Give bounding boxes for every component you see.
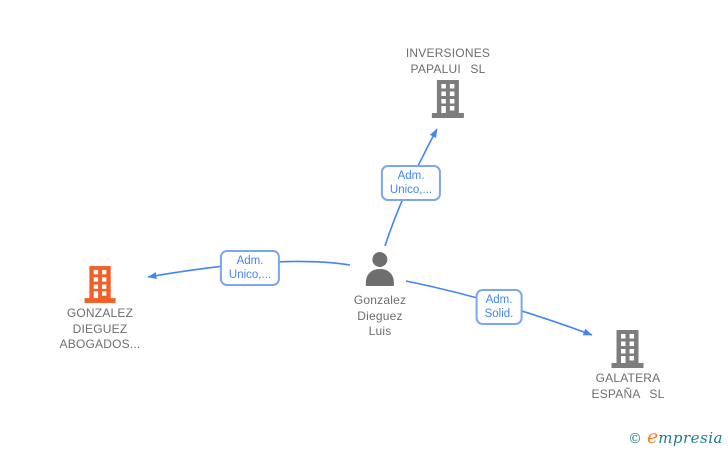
person-name: Gonzalez Dieguez Luis	[353, 293, 407, 338]
copyright-symbol: ©	[627, 431, 642, 447]
edge-label-adm-solid[interactable]: Adm. Solid.	[475, 289, 523, 325]
empresia-logo-text: mpresia	[658, 429, 723, 447]
person-icon[interactable]	[360, 250, 400, 290]
company-name: GALATERA ESPAÑA SL	[591, 371, 665, 401]
building-icon[interactable]	[83, 266, 116, 303]
edge-label-adm-unico-top[interactable]: Adm. Unico,...	[380, 165, 442, 201]
empresia-logo-initial: e	[646, 426, 659, 448]
company-name: GONZALEZ DIEGUEZ ABOGADOS...	[59, 306, 141, 351]
building-icon[interactable]	[431, 80, 465, 118]
node-galatera-espana[interactable]: GALATERA ESPAÑA SL	[592, 330, 665, 402]
empresia-watermark: © e mpresia	[627, 426, 723, 448]
edge-label-adm-unico-left[interactable]: Adm. Unico,...	[219, 250, 281, 286]
node-gonzalez-dieguez-abogados[interactable]: GONZALEZ DIEGUEZ ABOGADOS...	[60, 266, 141, 353]
node-gonzalez-dieguez-luis[interactable]: Gonzalez Dieguez Luis	[354, 250, 406, 340]
company-name: INVERSIONES PAPALUI SL	[405, 46, 491, 76]
node-inversiones-papalui[interactable]: INVERSIONES PAPALUI SL	[406, 46, 490, 118]
building-icon[interactable]	[611, 330, 645, 368]
